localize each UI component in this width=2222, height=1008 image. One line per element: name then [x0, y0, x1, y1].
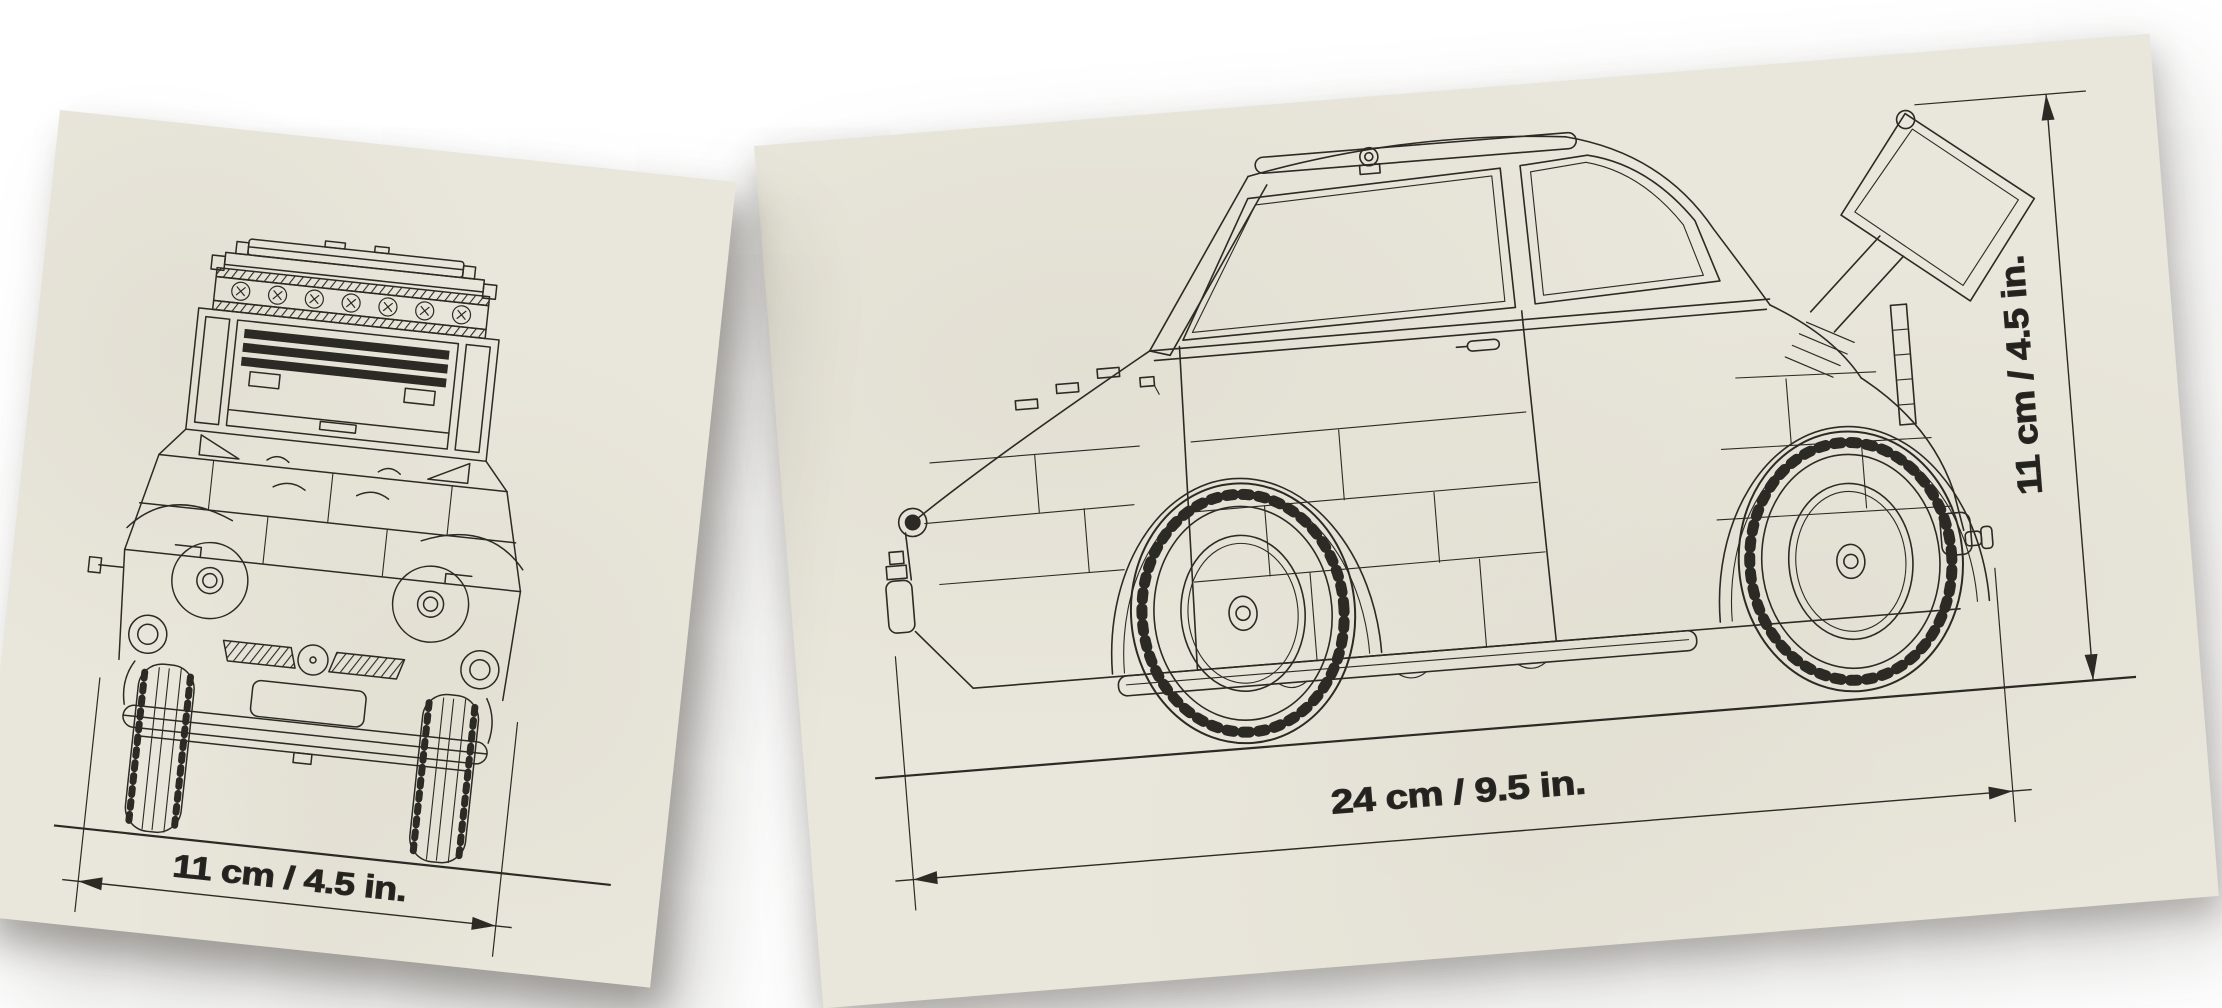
front-view-car [87, 238, 524, 864]
side-view-sheet: 24 cm / 9.5 in. 11 cm / 4.5 in. [754, 33, 2219, 1008]
front-ground-line [53, 824, 611, 887]
front-view-wheels [122, 660, 493, 864]
side-view-drawing: 24 cm / 9.5 in. 11 cm / 4.5 in. [875, 90, 2137, 911]
side-height-label: 11 cm / 4.5 in. [1993, 254, 2050, 496]
side-length-dimension: 24 cm / 9.5 in. [894, 567, 2032, 911]
front-view-sheet: 11 cm / 4.5 in. [0, 110, 737, 988]
side-length-label: 24 cm / 9.5 in. [1330, 763, 1587, 821]
side-ground-line [875, 675, 2137, 780]
front-view-drawing: 11 cm / 4.5 in. [53, 238, 611, 957]
sunroof-panel [1809, 109, 2036, 333]
side-view-wheels [1129, 430, 1964, 745]
side-view-car [885, 109, 2036, 745]
front-width-label: 11 cm / 4.5 in. [171, 847, 408, 908]
